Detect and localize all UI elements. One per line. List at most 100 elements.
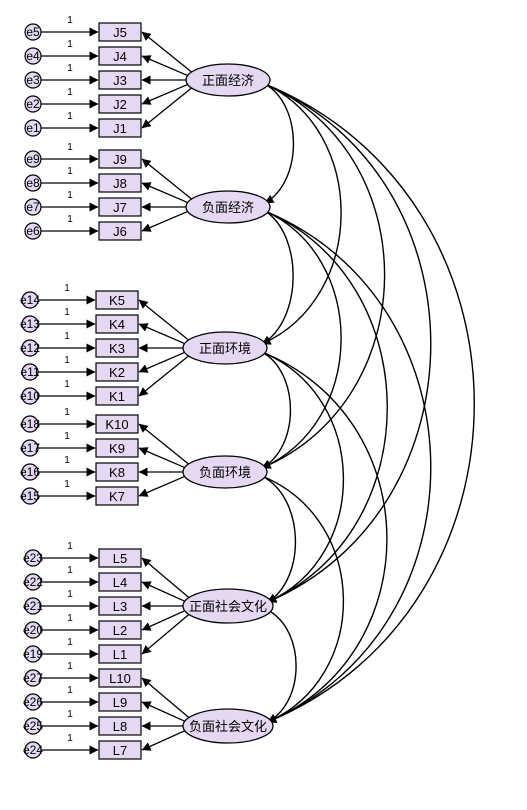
loading-arrow xyxy=(138,351,186,373)
error-circle xyxy=(21,339,39,357)
factor-groups: 1J5e51J4e41J3e31J2e21J1e1正面经济1J9e91J8e81… xyxy=(20,15,274,760)
error-circle xyxy=(24,222,42,240)
latent-factor-label: 正面环境 xyxy=(199,342,251,357)
indicator-box xyxy=(98,149,142,169)
indicator-box xyxy=(98,173,142,193)
error-label: e9 xyxy=(26,152,40,166)
loading-arrow xyxy=(141,210,189,232)
path-weight-label: 1 xyxy=(67,613,73,624)
indicator-box xyxy=(95,386,139,406)
indicator-box xyxy=(95,414,139,434)
indicator-label: L7 xyxy=(113,743,127,758)
covariance-arc xyxy=(257,207,388,603)
error-label: e21 xyxy=(23,599,43,613)
latent-factor-ellipse xyxy=(185,190,271,224)
indicator-label: K3 xyxy=(109,341,125,356)
error-label: e13 xyxy=(20,317,40,331)
indicator-box xyxy=(95,438,139,458)
covariance-arc xyxy=(257,206,294,345)
loading-arrow xyxy=(138,323,186,345)
indicator-box xyxy=(98,94,142,114)
loading-arrow xyxy=(138,447,186,469)
path-weight-label: 1 xyxy=(64,407,70,418)
indicator-box xyxy=(95,462,139,482)
indicator-box xyxy=(98,118,142,138)
path-weight-label: 1 xyxy=(67,565,73,576)
error-circle xyxy=(24,47,42,65)
indicator-label: J5 xyxy=(113,25,127,40)
error-label: e6 xyxy=(26,224,40,238)
error-circle xyxy=(24,621,42,639)
latent-factor-label: 负面社会文化 xyxy=(189,719,267,735)
error-label: e27 xyxy=(23,671,43,685)
loading-arrow xyxy=(141,729,186,751)
path-weight-label: 1 xyxy=(67,733,73,744)
indicator-label: J1 xyxy=(113,121,127,136)
indicator-label: J2 xyxy=(113,97,127,112)
path-weight-label: 1 xyxy=(67,87,73,98)
loading-arrow xyxy=(138,299,190,341)
error-circle xyxy=(24,597,42,615)
indicator-box xyxy=(98,668,142,688)
error-circle xyxy=(21,439,39,457)
loading-arrow xyxy=(141,55,189,77)
covariance-arc xyxy=(254,348,345,603)
loading-arrow xyxy=(141,581,186,603)
latent-factor-label: 负面经济 xyxy=(202,201,254,216)
error-label: e22 xyxy=(23,575,43,589)
error-label: e16 xyxy=(20,465,40,479)
indicator-label: L10 xyxy=(109,671,131,686)
indicator-label: J4 xyxy=(113,49,127,64)
error-label: e10 xyxy=(20,389,40,403)
indicator-label: K4 xyxy=(109,317,125,332)
error-label: e19 xyxy=(23,647,43,661)
indicator-box xyxy=(98,620,142,640)
indicator-label: L1 xyxy=(113,647,127,662)
latent-factor-label: 正面经济 xyxy=(202,74,254,89)
path-weight-label: 1 xyxy=(67,39,73,50)
path-weight-label: 1 xyxy=(67,166,73,177)
loading-arrow xyxy=(141,677,190,719)
latent-factor-ellipse xyxy=(182,708,274,744)
covariance-arc xyxy=(254,347,388,723)
loading-arrow xyxy=(141,182,189,204)
indicator-label: J7 xyxy=(113,200,127,215)
loading-arrow xyxy=(141,557,190,599)
error-label: e18 xyxy=(20,417,40,431)
indicator-box xyxy=(98,548,142,568)
indicator-label: K1 xyxy=(109,389,125,404)
error-label: e2 xyxy=(26,97,40,111)
indicator-label: L9 xyxy=(113,695,127,710)
loading-arrow xyxy=(141,87,193,129)
path-weight-label: 1 xyxy=(64,283,70,294)
path-weight-label: 1 xyxy=(67,190,73,201)
covariance-arcs xyxy=(254,79,475,723)
path-weight-label: 1 xyxy=(64,331,70,342)
path-weight-label: 1 xyxy=(67,214,73,225)
indicator-label: K7 xyxy=(109,489,125,504)
indicator-label: J9 xyxy=(113,152,127,167)
indicator-box xyxy=(95,362,139,382)
path-weight-label: 1 xyxy=(67,142,73,153)
indicator-box xyxy=(98,596,142,616)
error-circle xyxy=(24,150,42,168)
indicator-label: K10 xyxy=(105,417,128,432)
indicator-label: K2 xyxy=(109,365,125,380)
path-weight-label: 1 xyxy=(67,709,73,720)
error-label: e5 xyxy=(26,25,40,39)
path-weight-label: 1 xyxy=(67,15,73,26)
loading-arrow xyxy=(141,158,193,200)
indicator-box xyxy=(98,572,142,592)
error-circle xyxy=(24,71,42,89)
indicator-label: L8 xyxy=(113,719,127,734)
error-circle xyxy=(24,741,42,759)
indicator-label: K9 xyxy=(109,441,125,456)
error-circle xyxy=(21,487,39,505)
path-weight-label: 1 xyxy=(67,63,73,74)
error-circle xyxy=(24,645,42,663)
